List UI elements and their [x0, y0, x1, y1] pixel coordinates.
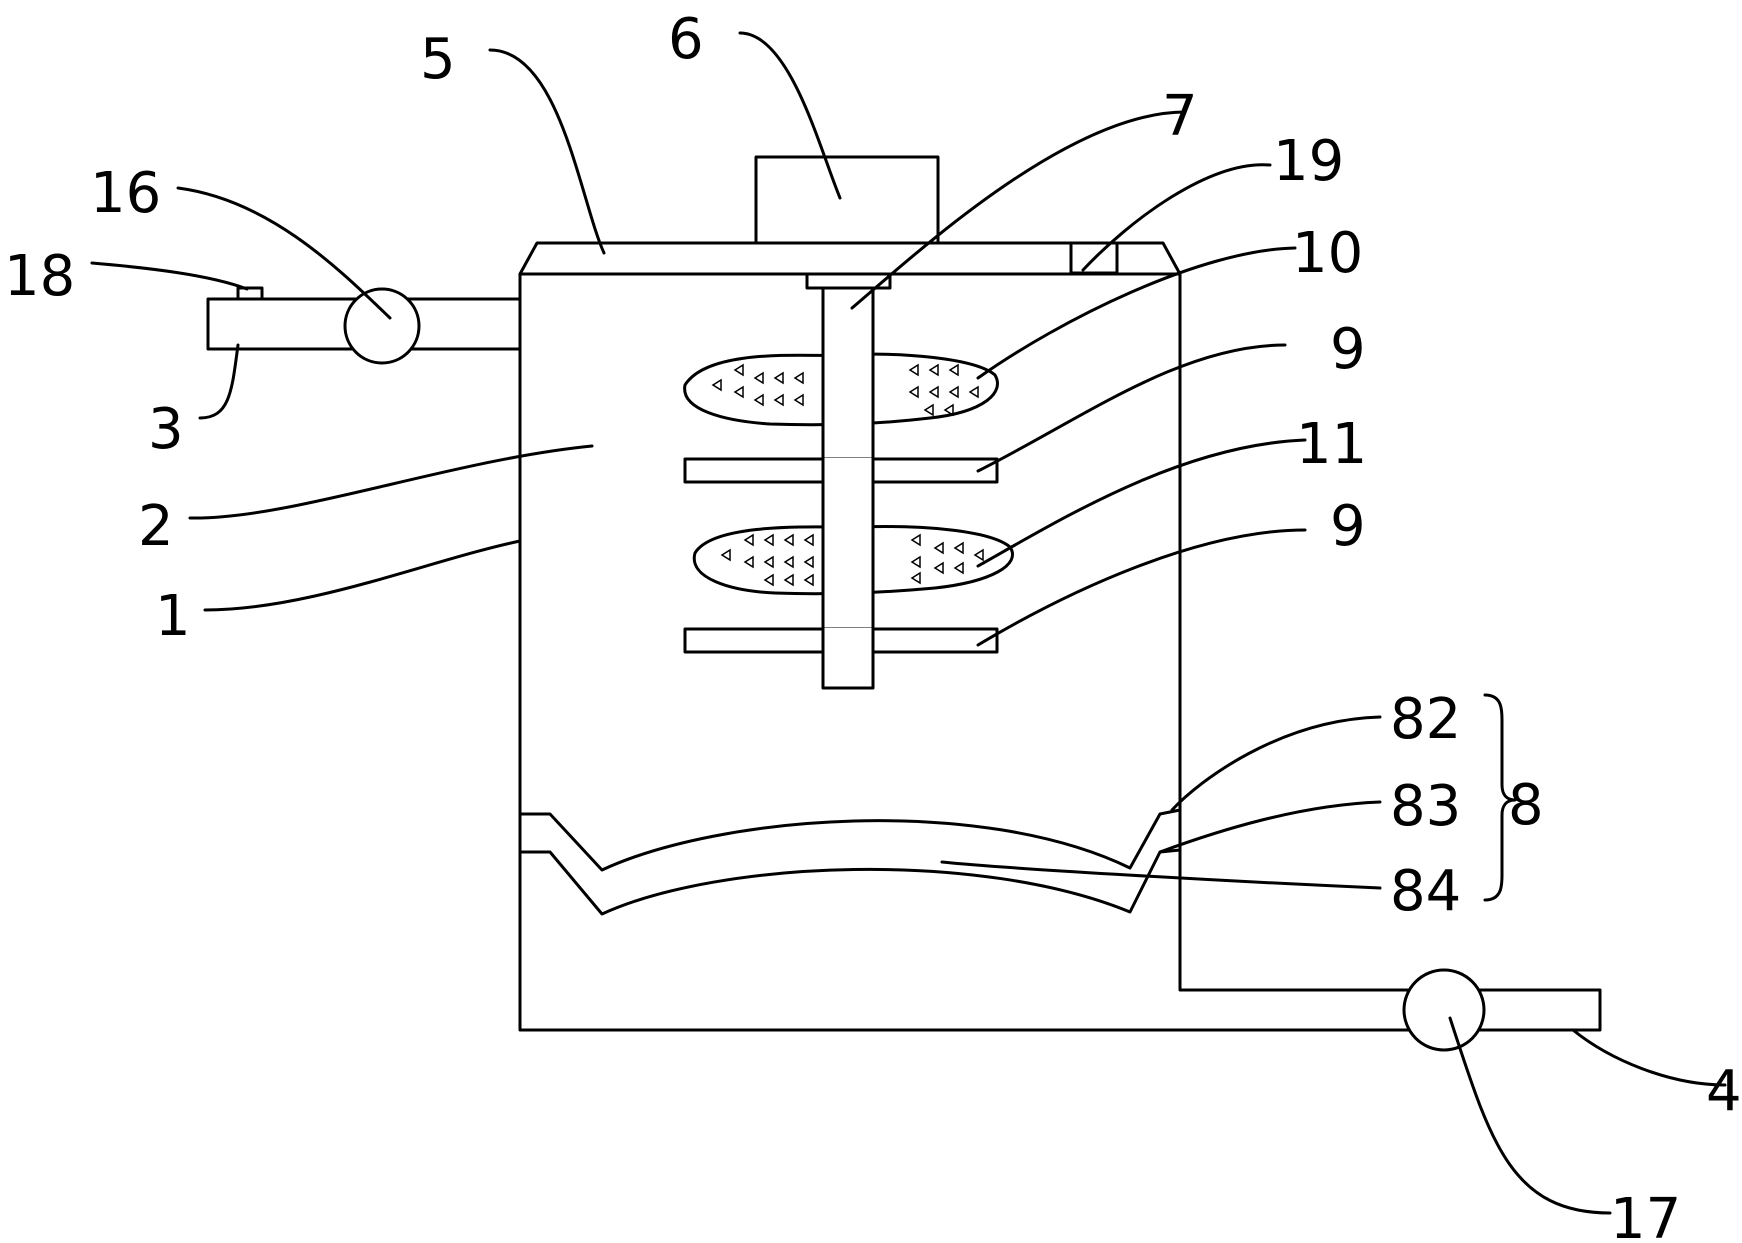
reference-labels: 5 6 7 19 10 9 11 9 16 18 3 2 1 82 83 8 8… [4, 7, 1742, 1243]
sensor-18 [236, 286, 264, 301]
label-2: 2 [138, 494, 174, 559]
label-84: 84 [1390, 859, 1461, 924]
label-83: 83 [1390, 774, 1461, 839]
inlet-pipe [206, 286, 522, 365]
lid [518, 241, 1182, 276]
label-11: 11 [1296, 412, 1367, 477]
label-18: 18 [4, 244, 75, 309]
filter-assembly [518, 808, 1182, 916]
label-7: 7 [1162, 84, 1198, 149]
label-19: 19 [1273, 129, 1344, 194]
label-9-lower: 9 [1330, 494, 1366, 559]
label-3: 3 [148, 397, 184, 462]
outlet-pipe [1402, 968, 1486, 1052]
inlet-valve [343, 287, 421, 365]
leader-lines [90, 31, 1727, 1215]
motor [754, 155, 940, 245]
label-16: 16 [90, 161, 161, 226]
outlet-valve [1402, 968, 1486, 1052]
label-6: 6 [668, 7, 704, 72]
perforated-blade-11 [692, 516, 1014, 602]
label-82: 82 [1390, 687, 1461, 752]
label-9-upper: 9 [1330, 317, 1366, 382]
label-10: 10 [1292, 221, 1363, 286]
tank-body [518, 272, 1602, 1032]
paddle-lower [683, 623, 999, 659]
label-5: 5 [420, 27, 456, 92]
label-4: 4 [1706, 1059, 1742, 1124]
label-8: 8 [1508, 773, 1544, 838]
label-17: 17 [1610, 1187, 1681, 1243]
paddle-upper [683, 453, 999, 489]
perforated-blade-10 [683, 348, 999, 432]
label-1: 1 [155, 584, 191, 649]
